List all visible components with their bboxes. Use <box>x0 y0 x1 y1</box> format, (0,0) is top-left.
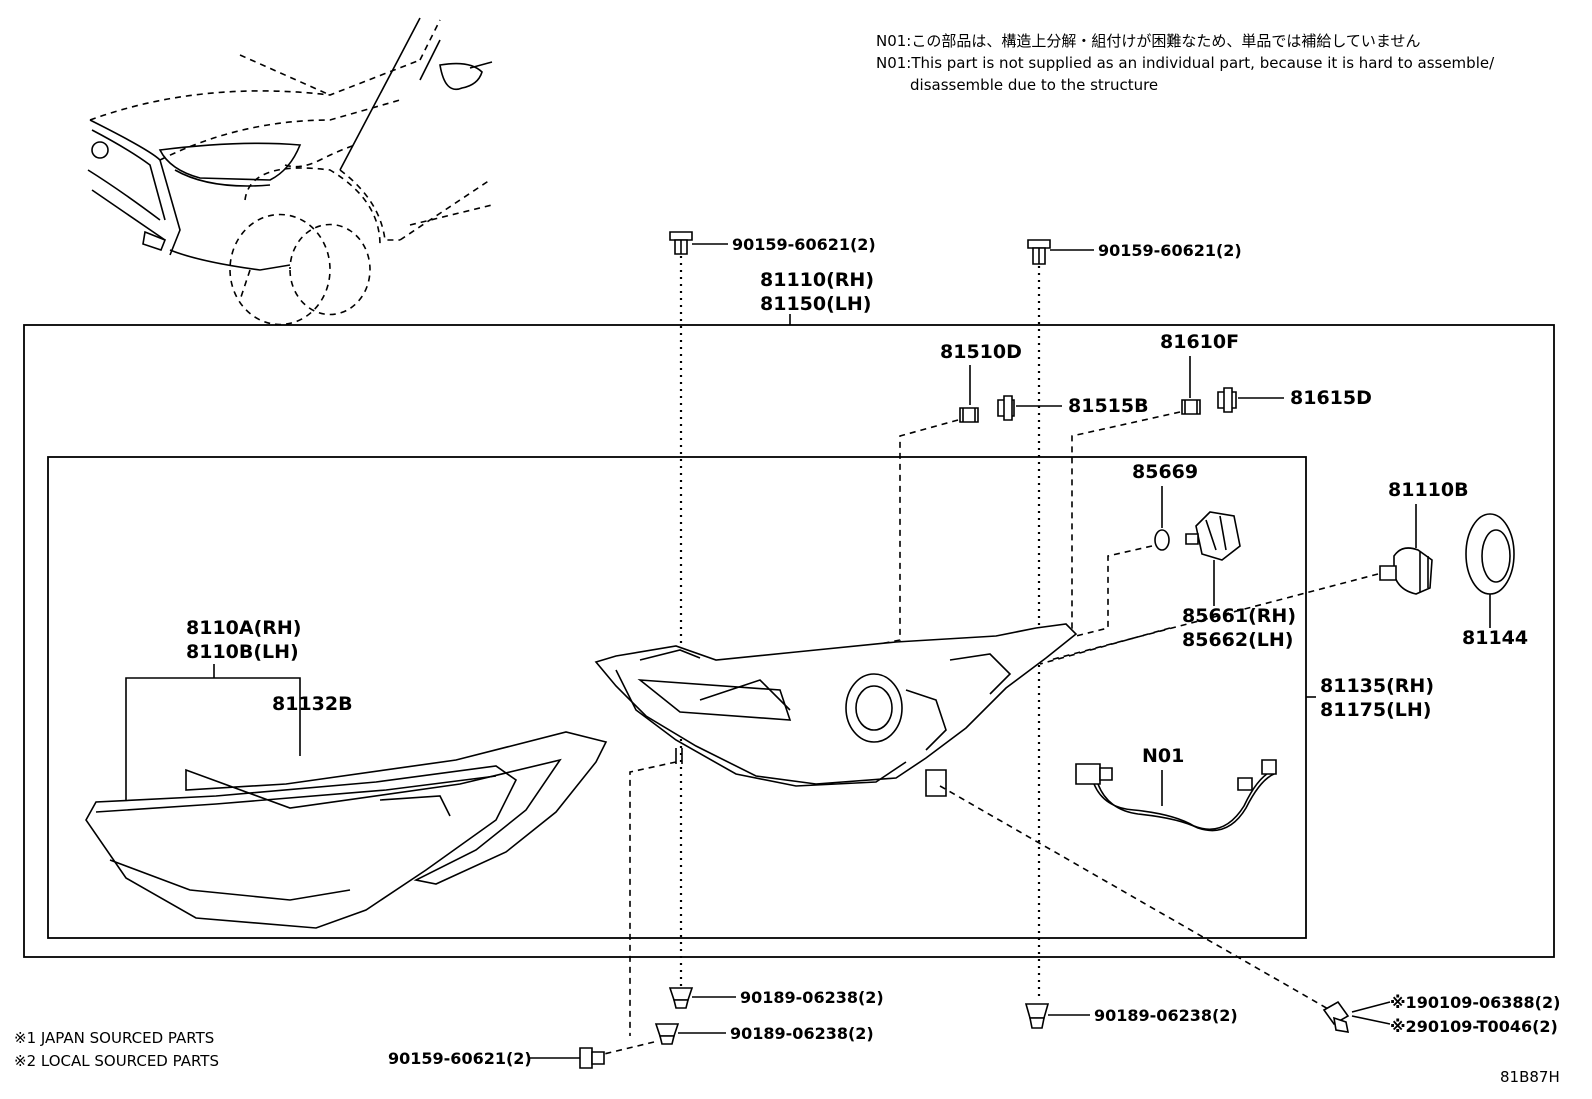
label-bolt-local: ※290109-T0046(2) <box>1390 1017 1558 1036</box>
label-clip-bottom-left: 90189-06238(2) <box>740 988 884 1007</box>
label-clip-bottom-mid: 90189-06238(2) <box>730 1024 874 1043</box>
diagram-code: 81B87H <box>1500 1068 1560 1086</box>
label-actuator-lh: 85662(LH) <box>1182 629 1293 651</box>
label-bulb-81515b: 81515B <box>1068 395 1149 417</box>
label-clip-bottom-right: 90189-06238(2) <box>1094 1006 1238 1025</box>
note-japan-sourced: ※1 JAPAN SOURCED PARTS <box>14 1029 214 1047</box>
headlamp-housing <box>594 623 1078 797</box>
bulb-81515b <box>997 395 1015 421</box>
vehicle-front-illustration <box>87 17 493 326</box>
note-n01-english-line1: N01:This part is not supplied as an indi… <box>876 54 1495 72</box>
note-n01-japanese: N01:この部品は、構造上分解・組付けが困難なため、単品では補給していません <box>876 32 1420 50</box>
label-lens-lh: 8110B(LH) <box>186 641 299 663</box>
cover-81144 <box>1465 513 1515 595</box>
clip-bottom-mid <box>654 1023 680 1045</box>
label-bolt-bottom-left: 90159-60621(2) <box>388 1049 532 1068</box>
label-bulb-81110b: 81110B <box>1388 479 1469 501</box>
clip-bottom-right <box>1024 1003 1050 1029</box>
wire-harness-n01 <box>1075 759 1277 832</box>
label-bolt-top-left: 90159-60621(2) <box>732 235 876 254</box>
socket-81610f <box>1181 399 1201 415</box>
label-oring-85669: 85669 <box>1132 461 1198 483</box>
bolt-top-right <box>1027 239 1051 265</box>
clip-bottom-left <box>668 987 694 1009</box>
label-housing-rh: 81135(RH) <box>1320 675 1434 697</box>
note-local-sourced: ※2 LOCAL SOURCED PARTS <box>14 1052 219 1070</box>
label-headlamp-rh: 81110(RH) <box>760 269 874 291</box>
bolt-top-left <box>669 231 693 255</box>
label-wire-n01: N01 <box>1142 745 1184 767</box>
headlamp-assembly-frame <box>23 324 1555 958</box>
label-lens-rh: 8110A(RH) <box>186 617 301 639</box>
label-bolt-top-right: 90159-60621(2) <box>1098 241 1242 260</box>
socket-81510d <box>959 407 979 423</box>
label-gasket-81132b: 81132B <box>272 693 353 715</box>
label-socket-81510d: 81510D <box>940 341 1022 363</box>
label-headlamp-lh: 81150(LH) <box>760 293 871 315</box>
bolt-bottom-left <box>579 1047 605 1069</box>
bulb-81110b <box>1379 547 1433 595</box>
label-actuator-rh: 85661(RH) <box>1182 605 1296 627</box>
bolt-bottom-right <box>1322 1000 1350 1033</box>
oring-85669 <box>1154 529 1170 551</box>
label-cover-81144: 81144 <box>1462 627 1528 649</box>
label-housing-lh: 81175(LH) <box>1320 699 1431 721</box>
bulb-81615d <box>1217 387 1237 413</box>
lens-gasket-81132b <box>185 731 608 885</box>
note-n01-english-line2: disassemble due to the structure <box>910 76 1158 94</box>
label-bolt-japan: ※190109-06388(2) <box>1390 993 1560 1012</box>
leveling-actuator <box>1185 511 1241 561</box>
label-socket-81610f: 81610F <box>1160 331 1239 353</box>
label-bulb-81615d: 81615D <box>1290 387 1372 409</box>
headlamp-lens <box>85 765 518 929</box>
